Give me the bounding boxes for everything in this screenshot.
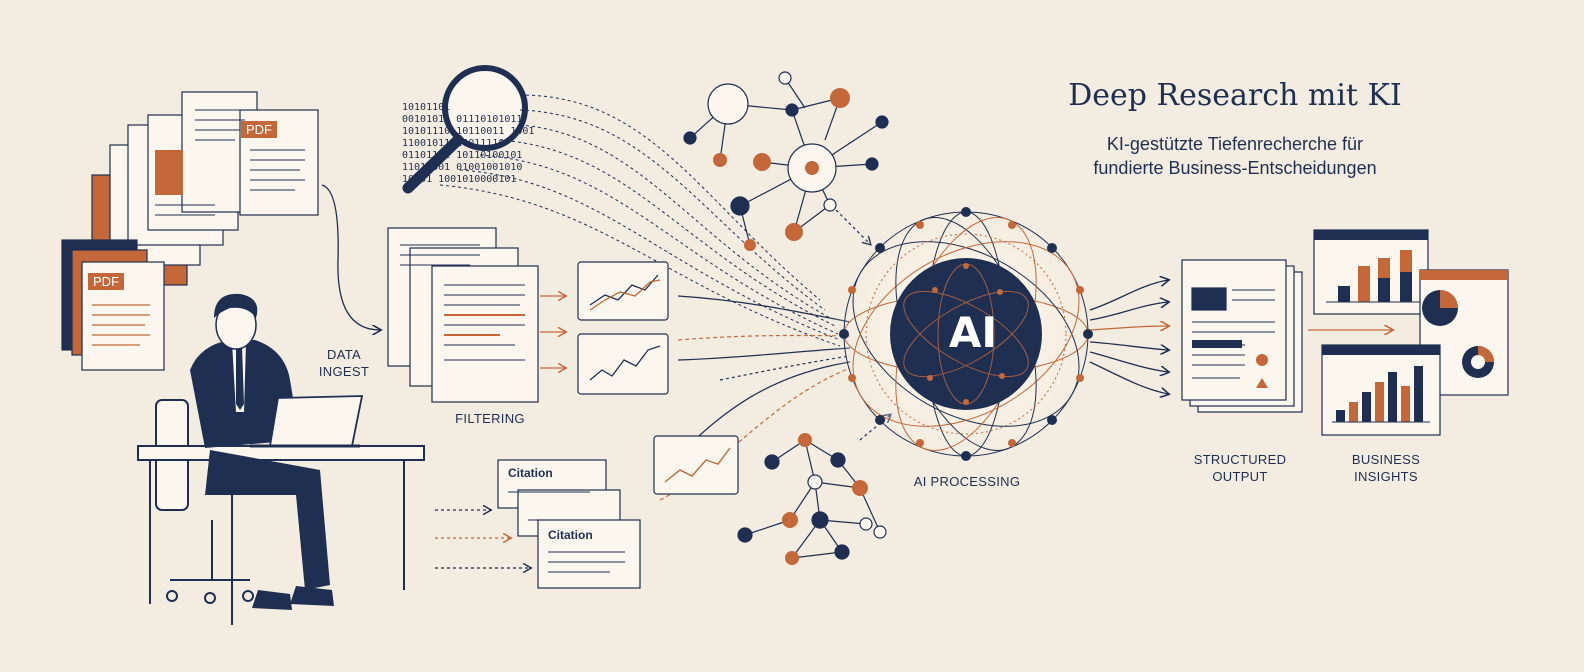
mini-chart-3 xyxy=(653,435,739,495)
network-graph-bottom xyxy=(737,433,887,565)
filter-arrows xyxy=(540,296,565,368)
binary-text: 10101101 00101011 01110101011 10101110 1… xyxy=(402,90,534,186)
subtitle-line-2: fundierte Business-Entscheidungen xyxy=(1093,158,1377,178)
dashboard-right xyxy=(1419,269,1509,396)
stage-label-data-ingest: DATA INGEST xyxy=(314,346,374,380)
dashboard-top xyxy=(1313,229,1429,315)
dashboard-bottom xyxy=(1321,344,1441,436)
citation-cards xyxy=(497,459,641,589)
document-stack xyxy=(61,91,319,371)
stage-label-ai-processing: AI PROCESSING xyxy=(913,474,1021,489)
structured-output-doc xyxy=(1181,259,1303,413)
pdf-badge-2: PDF xyxy=(88,273,124,290)
citation-label-2: Citation xyxy=(548,528,593,542)
ai-core-label: AI xyxy=(948,308,998,357)
page-subtitle: KI-gestützte Tiefenrecherche für fundier… xyxy=(1040,132,1430,180)
stage-label-business-insights: BUSINESS INSIGHTS xyxy=(1336,451,1436,485)
business-insights-line-1: BUSINESS xyxy=(1351,452,1421,467)
structured-output-line-2: OUTPUT xyxy=(1212,469,1268,484)
mini-chart-1 xyxy=(577,261,669,321)
binary-row-5: 01101101 10110100101 xyxy=(402,150,523,161)
binary-row-3: 10101110 10110011 1001 xyxy=(402,126,535,137)
page-title: Deep Research mit KI xyxy=(1068,78,1402,113)
ingest-arrow xyxy=(321,184,380,330)
data-ingest-line-1: DATA xyxy=(327,347,361,362)
stage-label-structured-output: STRUCTURED OUTPUT xyxy=(1180,451,1300,485)
magnifier-icon xyxy=(402,65,528,194)
binary-row-2: 00101011 01110101011 xyxy=(402,114,523,125)
business-insights-line-2: INSIGHTS xyxy=(1354,469,1418,484)
filter-documents xyxy=(387,227,539,403)
citation-arrows xyxy=(435,510,530,568)
network-graph-top xyxy=(683,71,889,251)
binary-row-6: 11011001 01001001010 xyxy=(402,162,523,173)
binary-row-4: 11001011 10011110 xyxy=(402,138,505,149)
binary-row-7: 10101 1001010000101 xyxy=(402,174,517,185)
researcher-illustration xyxy=(137,293,425,625)
output-flows xyxy=(1089,280,1168,394)
data-ingest-line-2: INGEST xyxy=(318,364,370,379)
binary-stream xyxy=(439,94,841,347)
citation-label-1: Citation xyxy=(508,466,553,480)
pdf-badge-1: PDF xyxy=(241,121,277,138)
binary-row-1: 10101101 xyxy=(402,102,451,113)
subtitle-line-1: KI-gestützte Tiefenrecherche für xyxy=(1106,134,1364,154)
ai-core-sphere xyxy=(826,194,1106,474)
stage-label-filtering: FILTERING xyxy=(455,411,525,426)
structured-output-line-1: STRUCTURED xyxy=(1193,452,1287,467)
mini-chart-2 xyxy=(577,333,669,395)
